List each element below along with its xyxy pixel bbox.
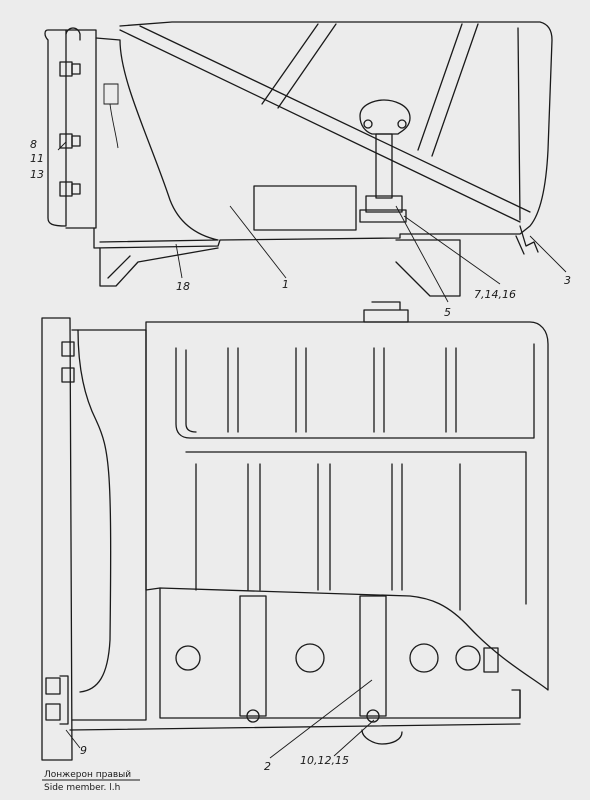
callout-9: 9 bbox=[80, 744, 87, 757]
lower-foot-left bbox=[99, 247, 219, 287]
side-member-top bbox=[44, 29, 67, 227]
top-clamp bbox=[363, 301, 409, 323]
callout-8: 8 bbox=[30, 138, 37, 151]
battery-tray bbox=[159, 587, 521, 719]
lower-foot-right bbox=[395, 239, 461, 297]
battery-cover bbox=[145, 321, 549, 691]
callout-5: 5 bbox=[444, 306, 451, 319]
hook-top bbox=[65, 27, 81, 41]
battery-label-plate bbox=[253, 185, 357, 231]
bottom-clamp bbox=[361, 729, 403, 745]
callout-7-14-16: 7,14,16 bbox=[474, 288, 516, 301]
bracket-bolts-bottom bbox=[45, 341, 75, 725]
callout-3: 3 bbox=[564, 274, 571, 287]
bracket-plate-top bbox=[65, 29, 97, 229]
top-view bbox=[44, 21, 553, 297]
latch bbox=[515, 225, 539, 255]
callout-1: 1 bbox=[282, 278, 289, 291]
clamp-assembly bbox=[359, 99, 411, 223]
cover-slots bbox=[175, 343, 535, 611]
bottom-view bbox=[41, 301, 549, 761]
callout-10-12-15: 10,12,15 bbox=[300, 754, 349, 767]
bracket-bolts-top bbox=[59, 61, 81, 197]
leader-lines bbox=[42, 141, 567, 781]
callout-labels: 8 11 13 18 1 5 7,14,16 3 9 2 10,12,15 bbox=[30, 138, 571, 773]
bracket-plate-bottom bbox=[71, 329, 147, 721]
battery-box-side bbox=[93, 21, 553, 249]
battery-strap bbox=[119, 25, 531, 223]
hold-down-straps bbox=[239, 595, 387, 723]
tray-holes bbox=[175, 643, 481, 673]
callout-18: 18 bbox=[176, 280, 190, 293]
callout-11: 11 bbox=[30, 152, 44, 165]
caption-en: Side member. l.h bbox=[44, 783, 120, 793]
side-member-caption: Лонжерон правый Side member. l.h bbox=[44, 770, 131, 793]
caption-ru: Лонжерон правый bbox=[44, 770, 131, 780]
callout-13: 13 bbox=[30, 168, 44, 181]
side-member-bottom bbox=[41, 317, 73, 761]
bracket-profile bbox=[95, 37, 219, 243]
callout-2: 2 bbox=[264, 760, 271, 773]
